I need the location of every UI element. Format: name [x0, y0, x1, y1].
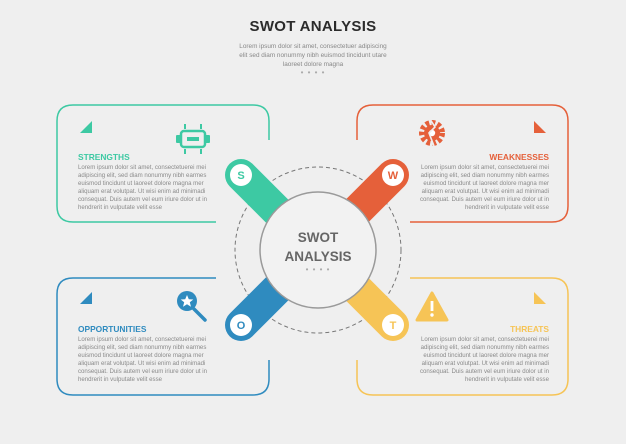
- orbit-dashed-circle: [234, 166, 402, 334]
- weaknesses-letter: W: [388, 170, 399, 182]
- gear-broken-icon: [419, 118, 445, 147]
- strengths-letter: S: [237, 170, 244, 182]
- subtitle-line: laoreet dolore magna: [282, 61, 344, 68]
- battery-icon: [176, 124, 210, 154]
- page-subtitle: Lorem ipsum dolor sit amet, consectetuer…: [213, 42, 413, 69]
- threats-letter-badge: [382, 314, 404, 336]
- threats-letter: T: [390, 320, 397, 332]
- center-circle: [259, 191, 377, 309]
- threats-frame: [356, 277, 569, 396]
- search-star-icon: [177, 291, 207, 322]
- opportunities-letter-badge: [230, 314, 252, 336]
- center-title: SWOT ANALYSIS: [258, 228, 378, 266]
- threats-heading: THREATS: [510, 324, 549, 334]
- header-dots: • • • •: [300, 68, 326, 77]
- opportunities-corner-triangle: [80, 292, 92, 304]
- center-dots: • • • •: [305, 265, 331, 274]
- weaknesses-letter-badge: [382, 164, 404, 186]
- opportunities-body: Lorem ipsum dolor sit amet, consectetuer…: [78, 336, 208, 383]
- warning-icon: [415, 291, 449, 322]
- threats-body: Lorem ipsum dolor sit amet, consectetuer…: [419, 336, 549, 383]
- weaknesses-heading: WEAKNESSES: [489, 152, 549, 162]
- subtitle-line: Lorem ipsum dolor sit amet, consectetuer…: [239, 43, 387, 50]
- strengths-frame: [56, 104, 270, 223]
- center-title-line1: SWOT: [297, 230, 339, 245]
- strengths-body: Lorem ipsum dolor sit amet, consectetuer…: [78, 164, 208, 211]
- subtitle-line: elit sed diam nonummy nibh euismod tinci…: [239, 52, 387, 59]
- weaknesses-body: Lorem ipsum dolor sit amet, consectetuer…: [419, 164, 549, 211]
- opportunities-heading: OPPORTUNITIES: [78, 324, 147, 334]
- threats-corner-triangle: [534, 292, 546, 304]
- weaknesses-corner-triangle: [534, 121, 546, 133]
- page-title: SWOT ANALYSIS: [249, 18, 377, 35]
- strengths-corner-triangle: [80, 121, 92, 133]
- strengths-heading: STRENGTHS: [78, 152, 130, 162]
- center-title-line2: ANALYSIS: [284, 249, 352, 264]
- weaknesses-frame: [356, 104, 569, 223]
- opportunities-letter: O: [237, 320, 246, 332]
- strengths-letter-badge: [230, 164, 252, 186]
- opportunities-frame: [56, 277, 270, 396]
